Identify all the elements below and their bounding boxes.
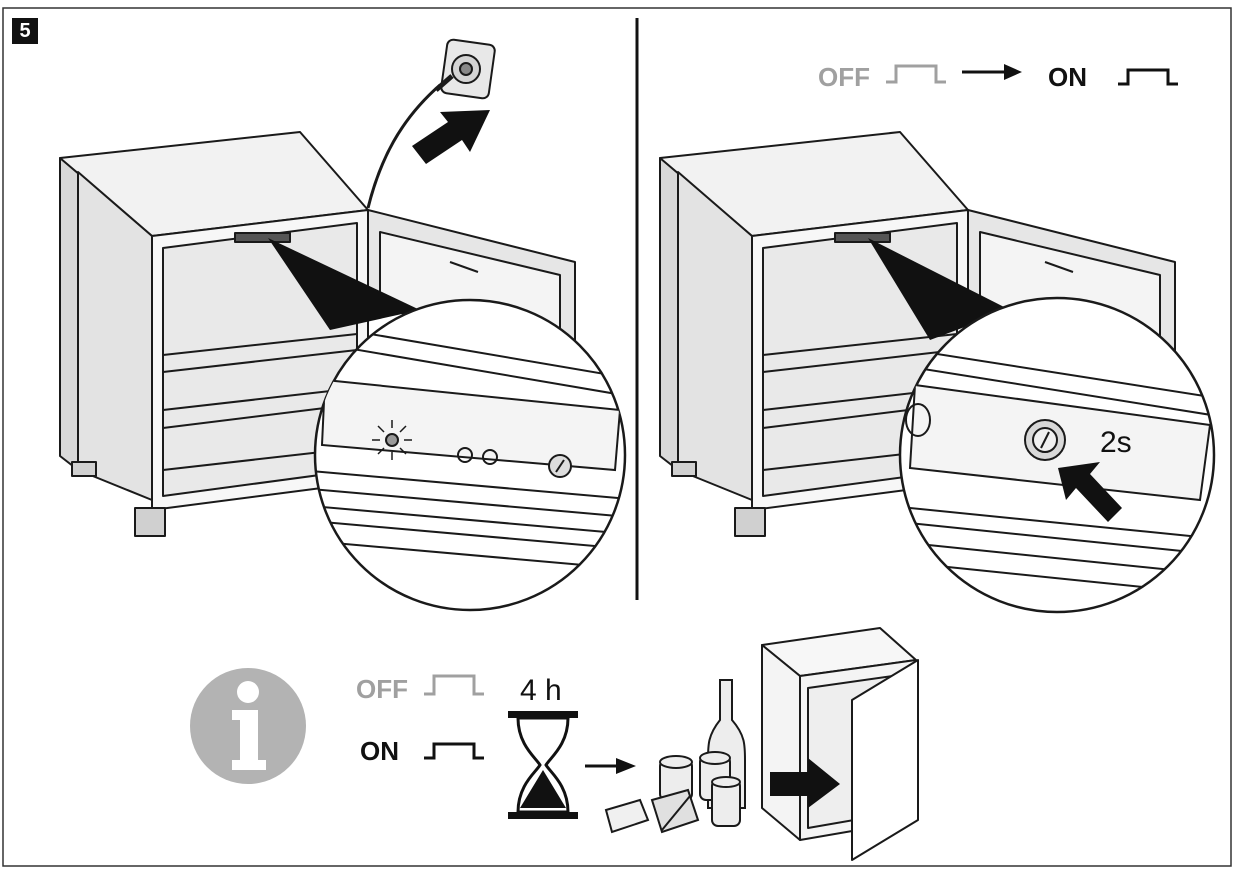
food-items-illustration [604, 679, 746, 834]
zoom-pointer [868, 238, 1010, 340]
on-label-bottom: ON [360, 736, 399, 766]
press-duration: 2s [1100, 426, 1132, 459]
switch-off-icon [424, 674, 484, 696]
zoom-detail-left [313, 298, 627, 612]
arrow-icon [1058, 462, 1122, 522]
wait-time: 4 h [520, 674, 562, 707]
power-plug-icon [434, 38, 496, 100]
on-label-top: ON [1048, 62, 1087, 92]
hourglass-icon [508, 711, 578, 819]
switch-sequence: OFF ON [818, 62, 1178, 92]
zoom-pointer [268, 238, 420, 330]
switch-on-icon [424, 742, 484, 760]
arrow-icon [412, 110, 490, 164]
info-icon [190, 668, 306, 784]
off-label-bottom: OFF [356, 674, 408, 704]
arrow-icon [1004, 64, 1022, 80]
step-number-badge: 5 [12, 18, 38, 44]
switch-on-icon [1118, 68, 1178, 86]
switch-off-icon [886, 64, 946, 84]
fridge-small-illustration [761, 627, 919, 861]
off-label-top: OFF [818, 62, 870, 92]
arrow-icon [770, 758, 840, 808]
page-frame [2, 7, 1232, 867]
zoom-detail-right: 2s [898, 296, 1216, 614]
arrow-icon [616, 758, 636, 774]
